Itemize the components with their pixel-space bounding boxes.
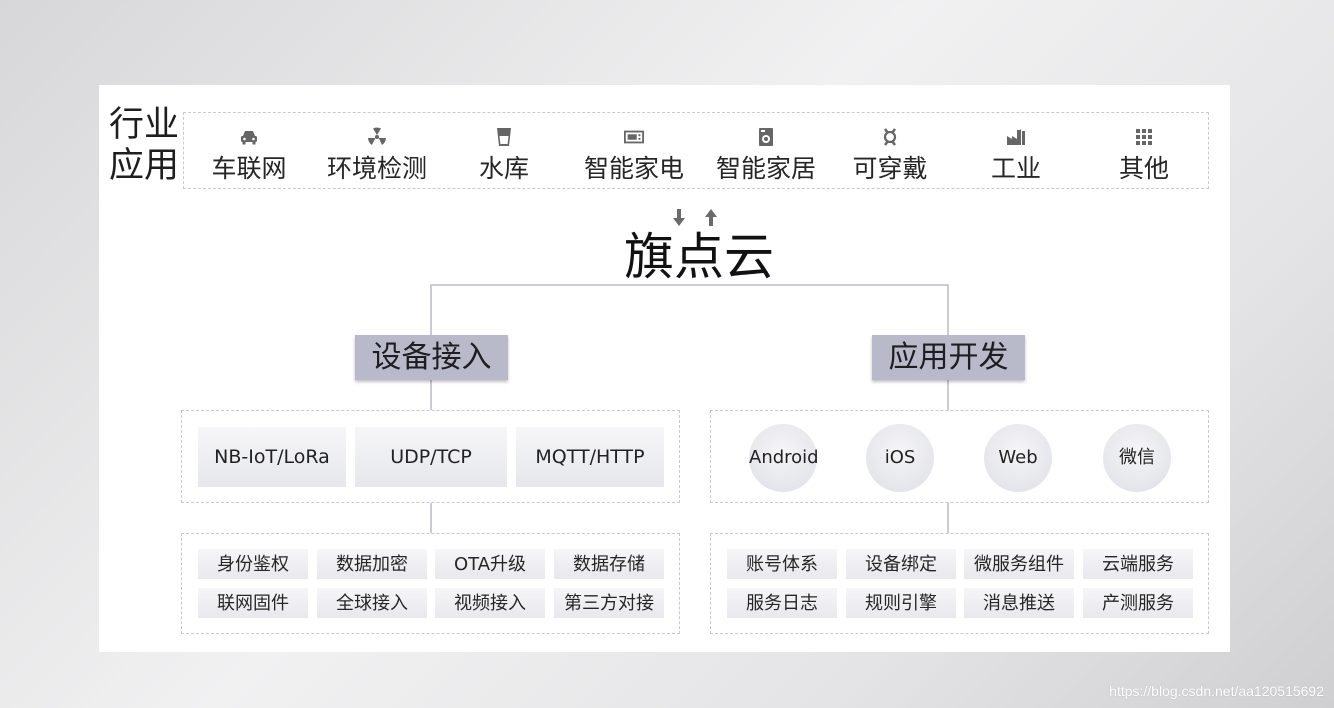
diagram-card: 行业 应用 车联网 环境检测 水库 智能家电	[99, 85, 1230, 652]
platform-item: Web	[984, 424, 1052, 492]
feature-item: 云端服务	[1083, 549, 1193, 579]
data-flow-arrows	[672, 207, 722, 229]
industry-item-label: 智能家电	[583, 154, 684, 183]
radiation-icon	[367, 127, 387, 147]
industry-item-appliance: 智能家电	[574, 113, 694, 190]
protocol-item: MQTT/HTTP	[516, 427, 664, 487]
industry-item-label: 工业	[990, 154, 1041, 183]
grid-icon	[1134, 127, 1154, 147]
app-dev-header: 应用开发	[872, 335, 1025, 380]
industry-title: 行业 应用	[109, 105, 185, 187]
feature-item: 联网固件	[198, 588, 308, 618]
feature-item: 全球接入	[317, 588, 427, 618]
industry-item-industry: 工业	[966, 113, 1066, 190]
feature-item: 数据加密	[317, 549, 427, 579]
platform-box: Android iOS Web 微信	[710, 410, 1209, 503]
industry-item-label: 智能家居	[715, 154, 816, 183]
connector-lines	[430, 284, 949, 533]
feature-item: OTA升级	[435, 549, 545, 579]
water-cup-icon	[494, 127, 514, 147]
feature-item: 消息推送	[964, 588, 1074, 618]
protocol-item: NB-IoT/LoRa	[198, 427, 346, 487]
feature-item: 规则引擎	[846, 588, 956, 618]
platform-item: 微信	[1103, 424, 1171, 492]
watermark-url: https://blog.csdn.net/aa120515692	[1109, 683, 1324, 699]
industry-item-environment: 环境检测	[317, 113, 437, 190]
industry-item-car: 车联网	[196, 113, 302, 190]
protocol-item: UDP/TCP	[355, 427, 507, 487]
industry-item-label: 水库	[478, 154, 529, 183]
platform-item: Android	[749, 424, 819, 492]
industry-item-label: 可穿戴	[852, 154, 928, 183]
industry-item-label: 车联网	[211, 154, 287, 183]
feature-item: 微服务组件	[964, 549, 1074, 579]
feature-item: 设备绑定	[846, 549, 956, 579]
industry-title-line2: 应用	[109, 146, 180, 186]
industry-item-smart-home: 智能家居	[706, 113, 826, 190]
factory-icon	[1006, 127, 1026, 147]
car-icon	[239, 127, 259, 147]
protocol-box: NB-IoT/LoRa UDP/TCP MQTT/HTTP	[181, 410, 680, 503]
home-device-icon	[756, 127, 776, 147]
feature-item: 服务日志	[727, 588, 837, 618]
feature-item: 第三方对接	[554, 588, 664, 618]
industry-item-label: 其他	[1118, 154, 1169, 183]
platform-brand-title: 旗点云	[624, 228, 774, 286]
arrow-up-icon	[705, 209, 717, 226]
industry-item-other: 其他	[1094, 113, 1194, 190]
platform-item: iOS	[866, 424, 934, 492]
industry-item-reservoir: 水库	[454, 113, 554, 190]
industry-item-wearable: 可穿戴	[840, 113, 940, 190]
industry-item-label: 环境检测	[326, 154, 427, 183]
device-features-box: 身份鉴权 数据加密 OTA升级 数据存储 联网固件 全球接入 视频接入 第三方对…	[181, 533, 680, 634]
feature-item: 身份鉴权	[198, 549, 308, 579]
feature-item: 账号体系	[727, 549, 837, 579]
app-features-box: 账号体系 设备绑定 微服务组件 云端服务 服务日志 规则引擎 消息推送 产测服务	[710, 533, 1209, 634]
arrow-down-icon	[673, 209, 685, 226]
appliance-icon	[624, 127, 644, 147]
industry-title-line1: 行业	[109, 105, 180, 145]
feature-item: 视频接入	[435, 588, 545, 618]
feature-item: 数据存储	[554, 549, 664, 579]
device-access-header: 设备接入	[355, 335, 508, 380]
industry-box: 车联网 环境检测 水库 智能家电 智能家居	[183, 112, 1209, 189]
feature-item: 产测服务	[1083, 588, 1193, 618]
wearable-icon	[880, 127, 900, 147]
